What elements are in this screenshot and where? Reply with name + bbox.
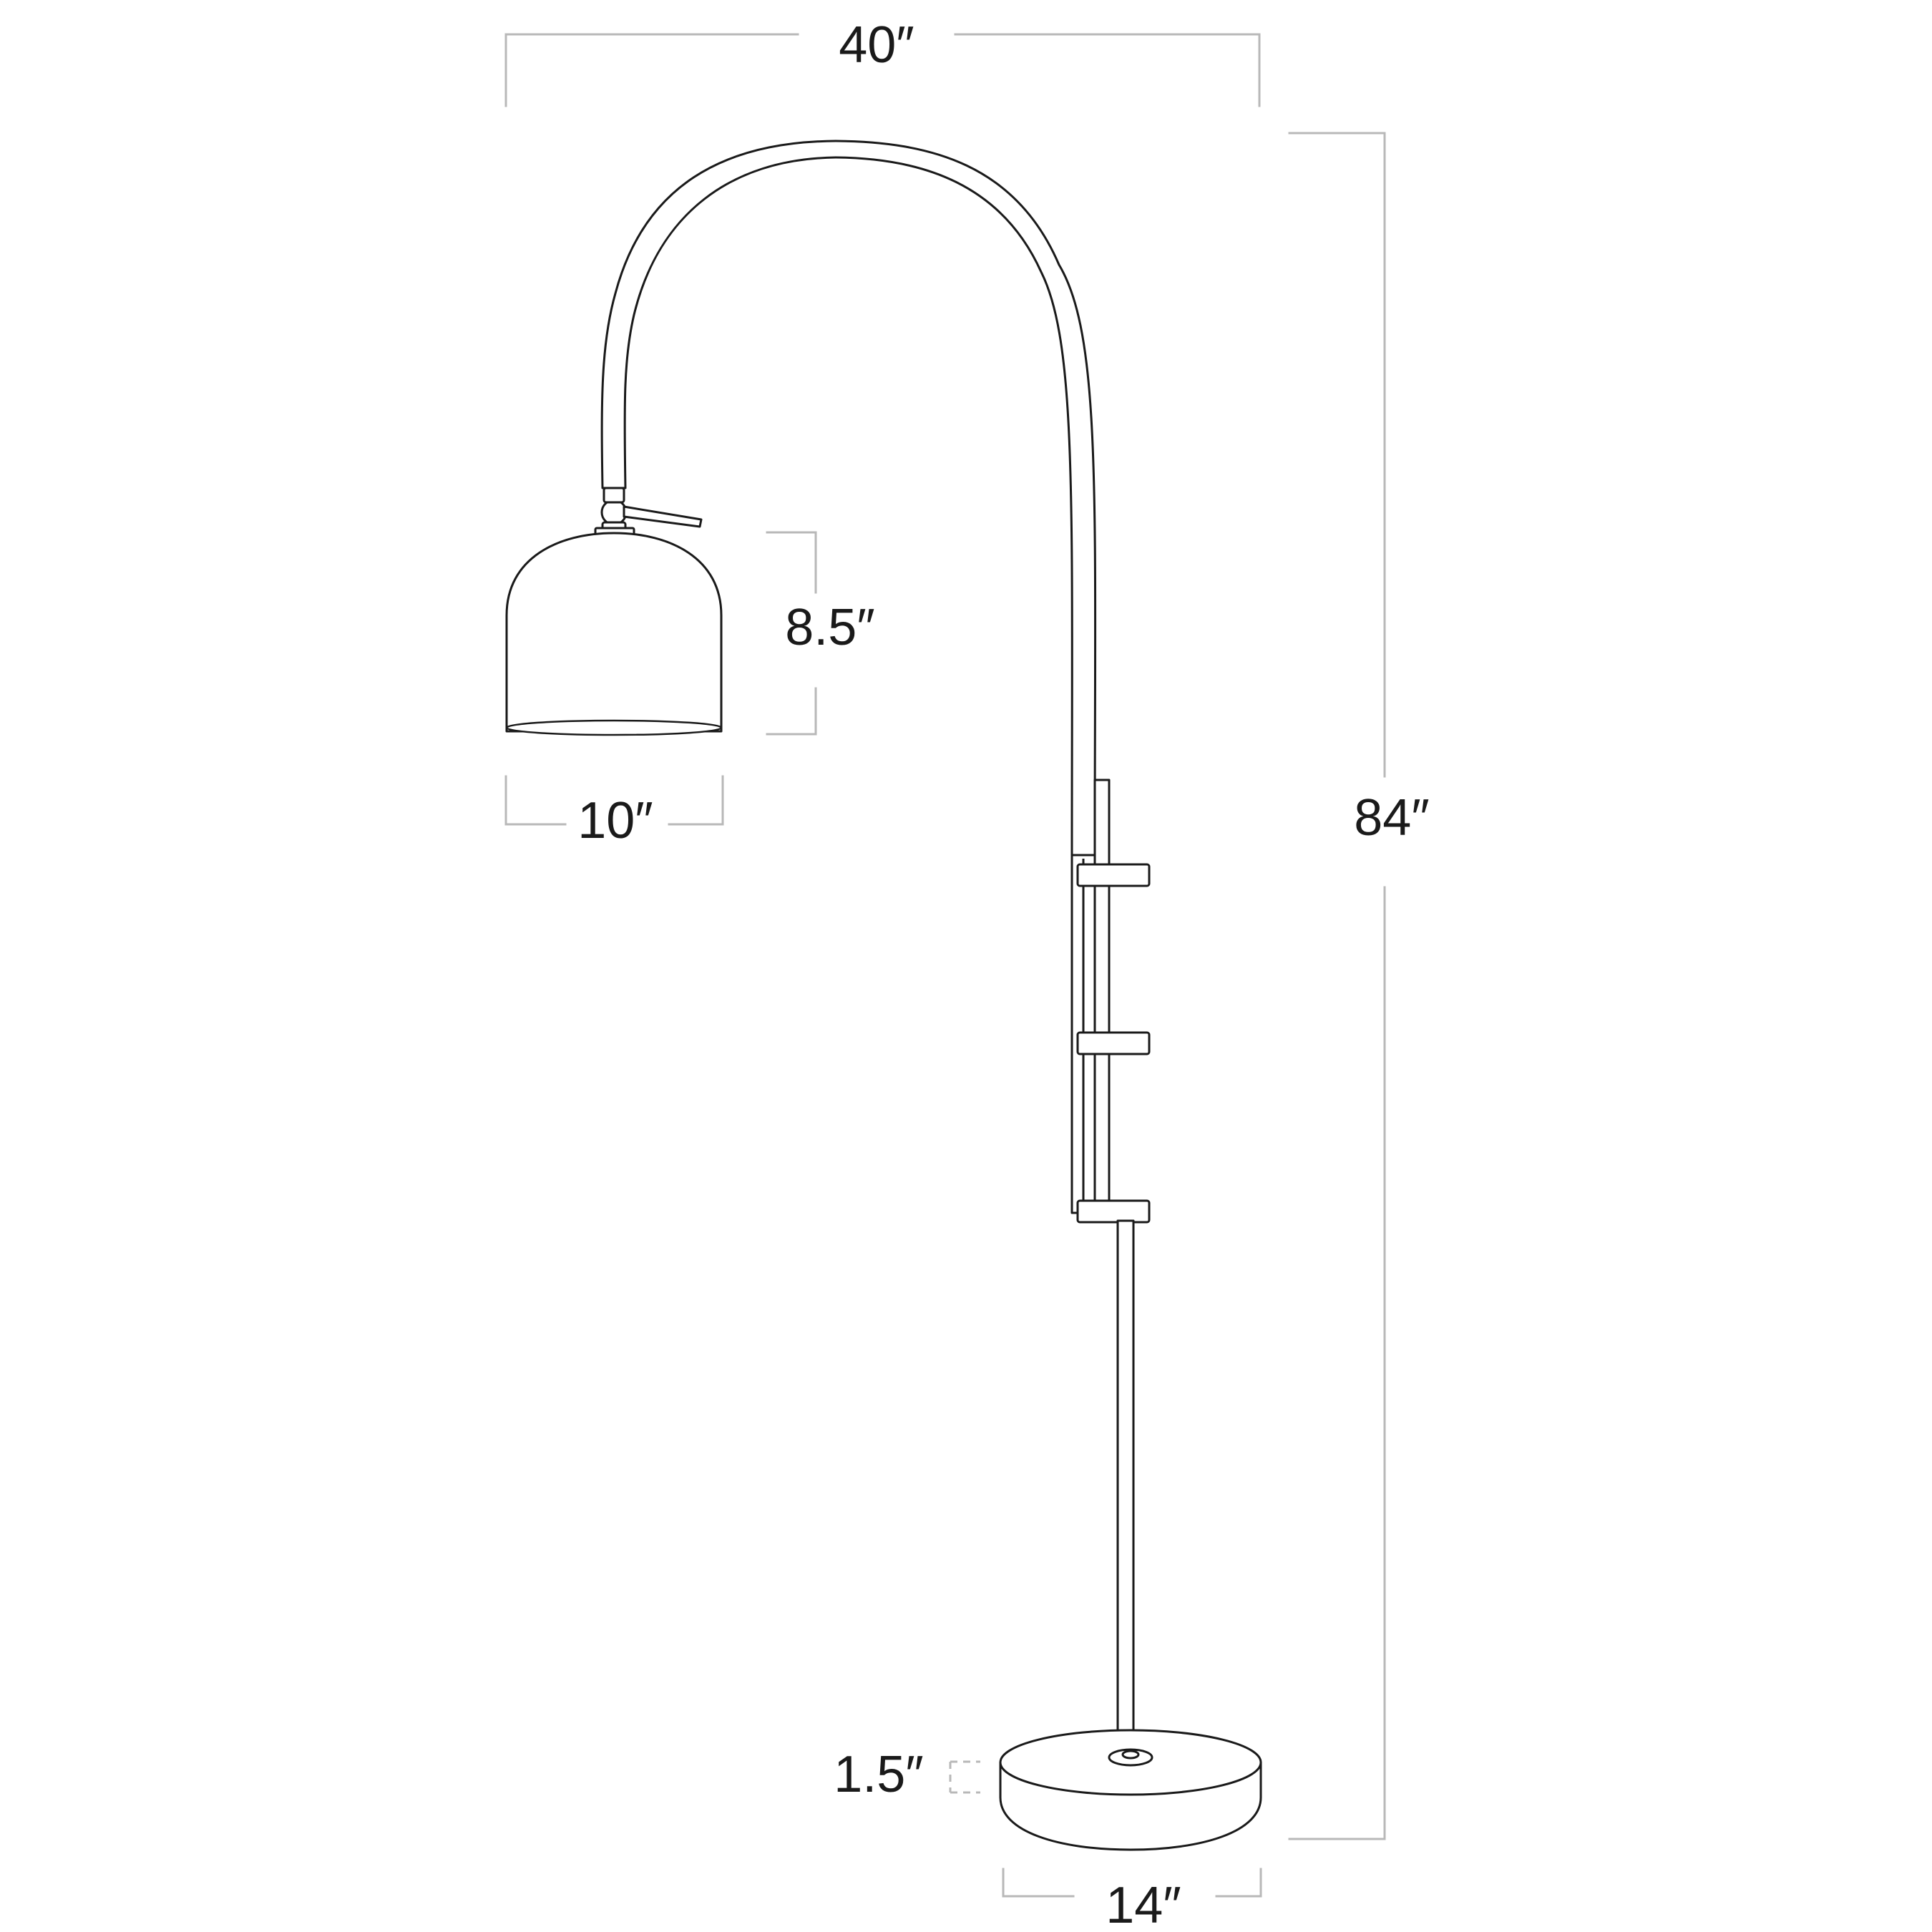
- lamp-telescope-rod-outer: [1093, 779, 1111, 1211]
- lamp-arm: [600, 140, 1097, 857]
- lamp-swivel-knuckle: [600, 499, 628, 526]
- base-width-label: 14″: [1106, 1877, 1181, 1932]
- shade-height-dimension: 8.5″: [766, 531, 875, 736]
- base-height-label: 1.5″: [834, 1746, 924, 1803]
- lamp-clamp-upper: [1076, 863, 1151, 887]
- lamp-lower-stem: [1116, 1219, 1135, 1759]
- overall-height-label: 84″: [1354, 789, 1430, 847]
- lamp-clamp-middle: [1076, 1031, 1151, 1055]
- base-height-dimension: 1.5″: [834, 1746, 980, 1803]
- overall-width-label: 40″: [839, 16, 914, 74]
- lamp-clamp-lower: [1076, 1199, 1151, 1224]
- base-width-dimension: 14″: [1002, 1868, 1262, 1932]
- overall-height-dimension: 84″: [1288, 132, 1430, 1840]
- lamp-shade: [505, 532, 723, 733]
- shade-width-dimension: 10″: [504, 775, 724, 849]
- shade-width-label: 10″: [577, 792, 653, 849]
- overall-width-dimension: 40″: [504, 16, 1261, 107]
- lamp-shade-handle: [623, 505, 703, 528]
- shade-height-label: 8.5″: [785, 599, 875, 656]
- lamp-shade-opening: [505, 719, 723, 736]
- lamp-illustration: [505, 140, 1262, 1851]
